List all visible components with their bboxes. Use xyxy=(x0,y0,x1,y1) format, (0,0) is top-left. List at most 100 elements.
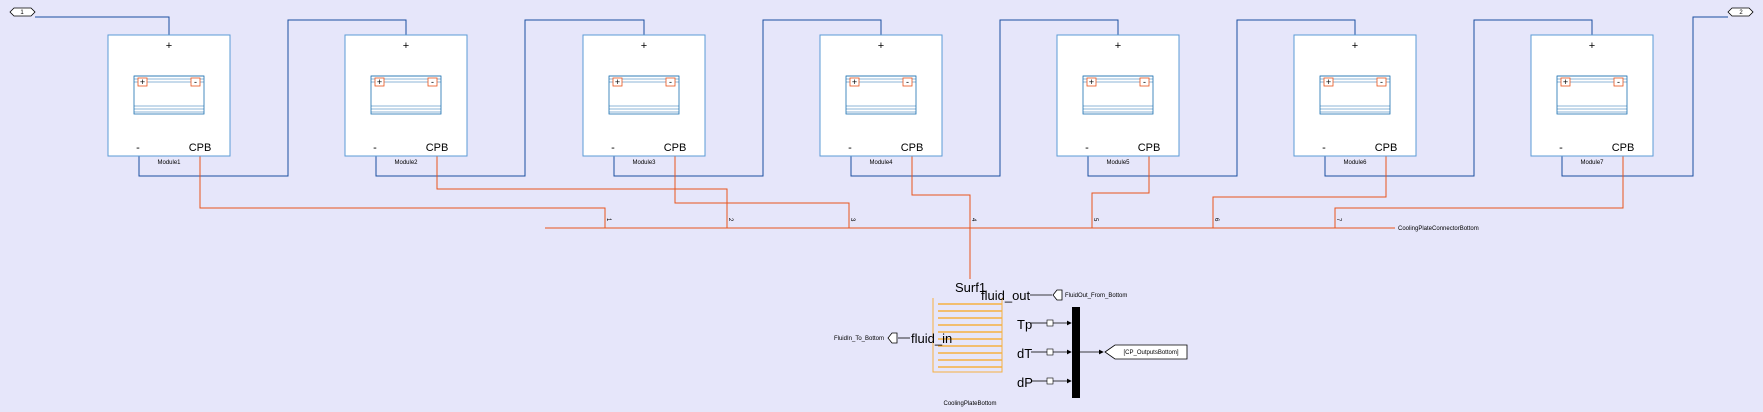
bus-label: CoolingPlateConnectorBottom xyxy=(1398,226,1479,232)
bus-taps: 1 2 3 4 5 6 7 xyxy=(605,218,1341,222)
plus-port-label: + xyxy=(1115,40,1121,52)
outport-2[interactable]: 2 xyxy=(1727,7,1754,17)
battery-module-icon: +- xyxy=(608,75,680,115)
svg-text:-: - xyxy=(1617,77,1620,87)
electrical-wiring xyxy=(35,16,1728,177)
cpb-port-label: CPB xyxy=(189,142,212,154)
module-frame xyxy=(1293,34,1417,157)
fluid-out-port-label: fluid_out xyxy=(981,288,1031,303)
surf1-port-label: Surf1 xyxy=(955,280,986,295)
cooling-plate-name: CoolingPlateBottom xyxy=(943,401,996,407)
plus-port-label: + xyxy=(878,40,884,52)
bus-tap-index: 2 xyxy=(727,218,733,222)
svg-text:-: - xyxy=(1143,77,1146,87)
mux-block[interactable] xyxy=(1072,307,1080,398)
goto-tag: [CP_OutputsBottom] xyxy=(1123,350,1178,356)
module-name: Module1 xyxy=(157,160,181,166)
svg-text:-: - xyxy=(906,77,909,87)
goto-block[interactable]: [CP_OutputsBottom] xyxy=(1104,344,1188,360)
battery-module-icon: +- xyxy=(133,75,205,115)
module-block-4[interactable]: + - + - CPB Module4 xyxy=(819,34,943,166)
svg-text:+: + xyxy=(615,77,620,87)
svg-text:-: - xyxy=(431,77,434,87)
bus-tap-index: 4 xyxy=(970,218,976,222)
svg-text:-: - xyxy=(669,77,672,87)
fluid-in-connection[interactable]: FluidIn_To_Bottom xyxy=(834,332,910,344)
module-name: Module4 xyxy=(869,160,893,166)
svg-text:+: + xyxy=(377,77,382,87)
battery-module-icon: +- xyxy=(1556,75,1628,115)
module-frame xyxy=(1056,34,1180,157)
bus-tap-index: 3 xyxy=(849,218,855,222)
cpb-port-label: CPB xyxy=(901,142,924,154)
connection-port-icon xyxy=(1052,289,1063,301)
module-name: Module3 xyxy=(632,160,656,166)
battery-module-icon: +- xyxy=(370,75,442,115)
plus-port-label: + xyxy=(403,40,409,52)
cpb-port-label: CPB xyxy=(1612,142,1635,154)
converter-icon xyxy=(1046,348,1054,356)
minus-port-label: - xyxy=(136,142,140,154)
plus-port-label: + xyxy=(1352,40,1358,52)
ps-simulink-converter[interactable] xyxy=(1031,348,1072,356)
battery-module-icon: +- xyxy=(1319,75,1391,115)
minus-port-label: - xyxy=(1559,142,1563,154)
inport-number: 1 xyxy=(20,10,24,16)
cooling-plate-block[interactable]: Surf1 fluid_out fluid_in Tp dT dP Coolin… xyxy=(911,280,1033,407)
minus-port-label: - xyxy=(1085,142,1089,154)
dt-port-label: dT xyxy=(1017,346,1032,361)
module-name: Module6 xyxy=(1343,160,1367,166)
fluid-out-connection[interactable]: FluidOut_From_Bottom xyxy=(1030,289,1127,301)
battery-module-icon: +- xyxy=(1082,75,1154,115)
bus-tap-index: 1 xyxy=(605,218,611,222)
module-frame xyxy=(107,34,231,157)
minus-port-label: - xyxy=(1322,142,1326,154)
bus-tap-index: 5 xyxy=(1092,218,1098,222)
ps-simulink-converter[interactable] xyxy=(1031,377,1072,385)
ps-simulink-converter[interactable] xyxy=(1031,319,1072,327)
tp-port-label: Tp xyxy=(1017,317,1032,332)
svg-text:+: + xyxy=(140,77,145,87)
svg-text:-: - xyxy=(194,77,197,87)
dp-port-label: dP xyxy=(1017,375,1033,390)
minus-port-label: - xyxy=(611,142,615,154)
battery-modules: +-+-CPBModule1+-+-CPBModule2+-+-CPBModul… xyxy=(107,34,1654,166)
fluid-out-tag: FluidOut_From_Bottom xyxy=(1065,293,1127,299)
thermal-wiring xyxy=(199,156,1624,279)
converter-icon xyxy=(1046,319,1054,327)
cooling-plate-connector-bus[interactable]: CoolingPlateConnectorBottom xyxy=(545,226,1479,232)
plus-port-label: + xyxy=(166,40,172,52)
svg-text:+: + xyxy=(1326,77,1331,87)
svg-text:+: + xyxy=(1563,77,1568,87)
minus-port-label: - xyxy=(848,142,852,154)
plate-channels-icon xyxy=(938,303,1002,368)
cpb-port-label: CPB xyxy=(1375,142,1398,154)
module-frame xyxy=(582,34,706,157)
module-name: Module5 xyxy=(1106,160,1130,166)
minus-port-label: - xyxy=(373,142,377,154)
plus-port-label: + xyxy=(1589,40,1595,52)
module-frame xyxy=(344,34,468,157)
connection-port-icon xyxy=(887,332,898,344)
inport-1[interactable]: 1 xyxy=(9,7,36,17)
cpb-port-label: CPB xyxy=(1138,142,1161,154)
cpb-port-label: CPB xyxy=(426,142,449,154)
module-frame xyxy=(819,34,943,157)
svg-text:+: + xyxy=(1089,77,1094,87)
bus-tap-index: 7 xyxy=(1335,218,1341,222)
cpb-port-label: CPB xyxy=(664,142,687,154)
svg-text:+: + xyxy=(852,77,857,87)
bus-tap-index: 6 xyxy=(1213,218,1219,222)
converter-icon xyxy=(1046,377,1054,385)
svg-text:-: - xyxy=(1380,77,1383,87)
plus-port-label: + xyxy=(641,40,647,52)
fluid-in-port-label: fluid_in xyxy=(911,331,952,346)
outport-number: 2 xyxy=(1739,10,1743,16)
